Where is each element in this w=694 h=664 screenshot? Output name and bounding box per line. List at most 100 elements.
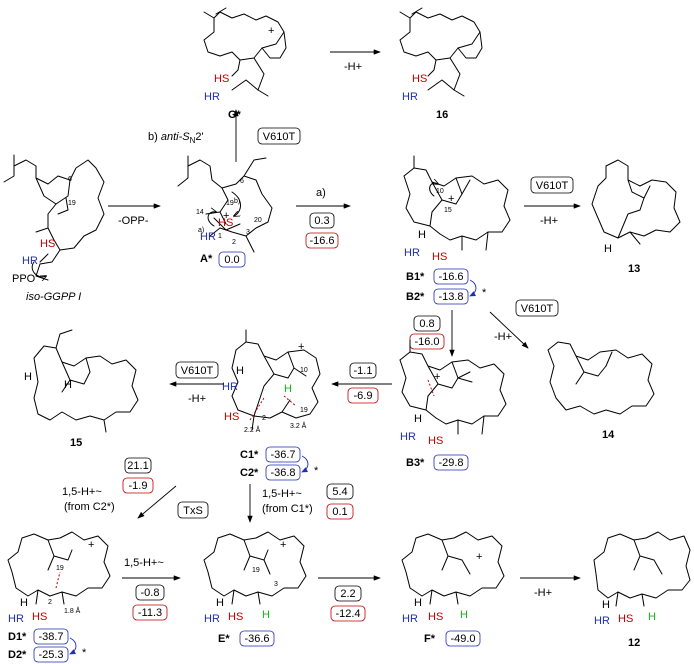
step-c-to-d-enzyme: TxS	[183, 505, 203, 517]
step-c-to-15-enzyme-box	[175, 361, 219, 379]
step-c-to-d-shift: 1,5-H+~	[62, 486, 102, 498]
e-atom-plus: +	[280, 539, 286, 551]
step-b-to-b3-barrier-box	[413, 315, 441, 332]
compound-iso-ggpp: 6 19 HS HR PPO iso-GGPP I	[3, 154, 105, 303]
compound-12: H HR HS H 12	[593, 531, 691, 649]
g-atom-hr: HR	[204, 91, 220, 103]
step-c-to-e-barrier-box	[326, 483, 354, 500]
step-c-to-e-source: (from C1*)	[262, 503, 313, 515]
a-energy: 0.0	[224, 254, 239, 266]
step-b3-to-c-barrier: -1.1	[354, 365, 373, 377]
compound-b3: + H HR HS B3* -29.8	[399, 339, 507, 471]
e-atom-hs: HS	[228, 611, 243, 623]
16-atom-hr: HR	[402, 91, 418, 103]
compound-b1: 10 15 + H HR HS B1* -16.6 B2* -13.8 *	[403, 155, 511, 305]
step-a-to-b-label: a)	[316, 187, 326, 199]
compound-f: + H HR HS H F* -49.0	[401, 531, 505, 647]
12-atom-h-green: H	[648, 611, 656, 623]
step-a-to-b-reaction: -16.6	[309, 235, 334, 247]
e-atom-h-green: H	[262, 609, 270, 621]
iso-ggpp-label: iso-GGPP I	[26, 291, 81, 303]
b1-curved-arrow	[429, 183, 438, 197]
step-b3-to-c-reaction: -6.9	[354, 390, 373, 402]
step-d-to-e-reaction-box	[132, 604, 168, 621]
a-energy-box	[218, 251, 246, 268]
step-b3-to-c-barrier-box	[349, 362, 377, 379]
e-num-3: 3	[274, 581, 278, 588]
b1-energy: -16.6	[438, 271, 463, 283]
d1-d2-star: *	[82, 647, 87, 659]
step-a-to-b-barrier: 0.3	[314, 215, 329, 227]
step-e-to-f-barrier: 2.2	[340, 588, 355, 600]
13-label: 13	[628, 263, 640, 275]
compound-d1: 19 2 + H HR HS 1.8 Å D1* -38.7 D2* -25.3…	[7, 531, 111, 663]
d1-atom-hs: HS	[32, 611, 47, 623]
c1-c2-star: *	[314, 465, 319, 477]
d1-energy-box	[33, 628, 69, 645]
c1-num-2: 2	[262, 415, 266, 422]
iso-ggpp-skeleton	[3, 154, 105, 281]
d2-energy: -25.3	[38, 649, 63, 661]
c1-energy: -36.7	[270, 449, 295, 461]
d1-distance: 1.8 Å	[64, 606, 81, 615]
compound-a: 14 19 6 20 1 2 3 HS HR + a) b) A* 0.0	[177, 155, 273, 268]
b1-atom-hs: HS	[432, 251, 447, 263]
d1-energy: -38.7	[38, 631, 63, 643]
b3-energy: -29.8	[438, 457, 463, 469]
f-energy: -49.0	[450, 633, 475, 645]
c1-atom-h: H	[236, 365, 244, 377]
g-atom-plus: +	[268, 25, 274, 37]
step-b-to-13-label: -H+	[540, 215, 558, 227]
d2-label: D2*	[8, 649, 27, 661]
c1-num-19: 19	[300, 407, 308, 414]
c1-c2-equilibrium-arrow	[301, 455, 309, 473]
c1-atom-plus: +	[298, 341, 304, 353]
compound-13: H 13	[591, 159, 681, 275]
e-atom-hr: HR	[204, 613, 220, 625]
d1-num-19: 19	[56, 565, 64, 572]
f-atom-h-green: H	[460, 609, 468, 621]
step-d-to-e-barrier-box	[135, 584, 165, 601]
step-c-to-e-shift: 1,5-H+~	[262, 488, 302, 500]
iso-ggpp-atom-ppo: PPO	[12, 273, 36, 285]
a-arrow-label-b: b)	[234, 198, 240, 205]
g-label: G*	[228, 109, 242, 121]
b3-energy-box	[433, 454, 469, 471]
step-e-to-f-barrier-box	[334, 585, 362, 602]
c2-energy: -36.8	[270, 467, 295, 479]
b1-b2-equilibrium-arrow	[469, 279, 477, 297]
step-b-to-b3-reaction: -16.0	[414, 336, 439, 348]
arrow-b-to-14	[489, 311, 529, 349]
d2-energy-box	[33, 646, 69, 663]
compound-c1: 10 19 2 + H HR HS H 2.2 Å 3.2 Å C1* -36.…	[222, 329, 321, 481]
c1-energy-box	[265, 446, 301, 463]
d1-atom-hr: HR	[8, 613, 24, 625]
a-num-19: 19	[226, 200, 234, 207]
f-atom-hs: HS	[428, 611, 443, 623]
d1-atom-plus: +	[88, 539, 94, 551]
a-num-3: 3	[246, 229, 250, 236]
compound-g: + HS HR G*	[203, 7, 287, 121]
step-e-to-f-reaction: -12.4	[335, 608, 360, 620]
b1-label: B1*	[406, 271, 425, 283]
b1-b2-star: *	[482, 287, 487, 299]
c1-num-10: 10	[300, 367, 308, 374]
f-label: F*	[424, 633, 436, 645]
14-label: 14	[602, 429, 615, 441]
16-label: 16	[436, 109, 448, 121]
15-label: 15	[70, 437, 82, 449]
b1-energy-box	[433, 268, 469, 285]
a-num-20: 20	[254, 217, 262, 224]
b2-energy-box	[433, 288, 469, 305]
12-atom-h: H	[602, 599, 610, 611]
a-num-14: 14	[196, 209, 204, 216]
iso-ggpp-atom-hr: HR	[22, 255, 38, 267]
a-num-1: 1	[218, 233, 222, 240]
a-atom-plus: +	[223, 210, 229, 222]
13-atom-h: H	[604, 243, 612, 255]
d1-d2-equilibrium-arrow	[69, 637, 77, 655]
e-label: E*	[218, 633, 230, 645]
b3-atom-hr: HR	[400, 431, 416, 443]
d1-label: D1*	[8, 631, 27, 643]
